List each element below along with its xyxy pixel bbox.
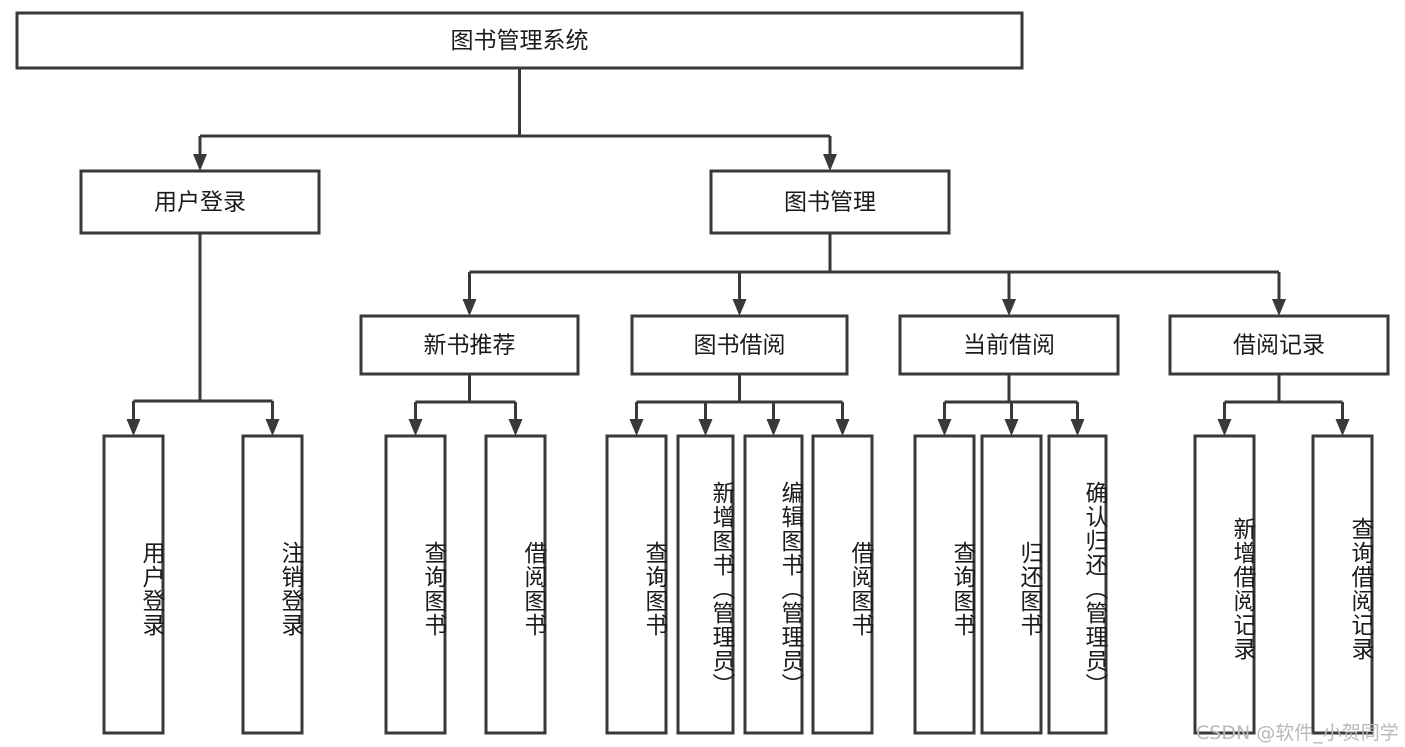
connector-layer [126, 68, 1350, 436]
node-level2-label-0: 新书推荐 [424, 333, 516, 359]
node-leaf-6[interactable] [743, 434, 804, 735]
node-leaf-3[interactable] [484, 434, 547, 735]
arrow-head-icon [1272, 299, 1286, 316]
arrow-head-icon [835, 419, 850, 436]
arrow-head-icon [1004, 419, 1019, 436]
node-level1-1[interactable] [709, 169, 951, 235]
arrow-head-icon [1070, 419, 1085, 436]
node-leaf-2[interactable] [384, 434, 447, 735]
arrow-head-icon [193, 154, 207, 171]
node-leaf-12[interactable] [1311, 434, 1374, 735]
node-level2-1[interactable] [630, 314, 849, 376]
watermark-text: CSDN @软件_小贺同学 [1196, 722, 1399, 744]
arrow-head-icon [937, 419, 952, 436]
node-level1-0[interactable] [79, 169, 321, 235]
node-leaf-7[interactable] [811, 434, 874, 735]
arrow-head-icon [1002, 299, 1016, 316]
arrow-head-icon [1217, 419, 1232, 436]
node-level1-label-0: 用户登录 [154, 190, 246, 216]
arrow-head-icon [732, 299, 747, 316]
node-level2-label-1: 图书借阅 [694, 333, 786, 359]
arrow-head-icon [766, 419, 781, 436]
node-leaf-9[interactable] [980, 434, 1043, 735]
arrow-head-icon [462, 299, 477, 316]
node-leaf-5[interactable] [676, 434, 735, 735]
node-leaf-11[interactable] [1193, 434, 1256, 735]
node-leaf-1[interactable] [241, 434, 304, 735]
arrow-head-icon [265, 419, 280, 436]
node-level1-label-1: 图书管理 [784, 190, 876, 216]
node-root-label: 图书管理系统 [451, 28, 589, 54]
arrow-head-icon [508, 419, 523, 436]
arrow-head-icon [126, 419, 141, 436]
node-level2-0[interactable] [359, 314, 580, 376]
node-level2-2[interactable] [898, 314, 1120, 376]
node-leaf-10[interactable] [1047, 434, 1108, 735]
arrow-head-icon [1335, 419, 1350, 436]
arrow-head-icon [629, 419, 644, 436]
node-leaf-0[interactable] [102, 434, 165, 735]
node-root[interactable] [15, 11, 1024, 70]
arrow-head-icon [408, 419, 423, 436]
node-box-layer [15, 11, 1390, 735]
node-level2-3[interactable] [1168, 314, 1390, 376]
node-leaf-8[interactable] [913, 434, 976, 735]
arrow-head-icon [698, 419, 713, 436]
arrow-head-icon [823, 154, 837, 171]
node-leaf-4[interactable] [605, 434, 668, 735]
node-level2-label-2: 当前借阅 [963, 333, 1055, 359]
node-level2-label-3: 借阅记录 [1233, 333, 1325, 359]
